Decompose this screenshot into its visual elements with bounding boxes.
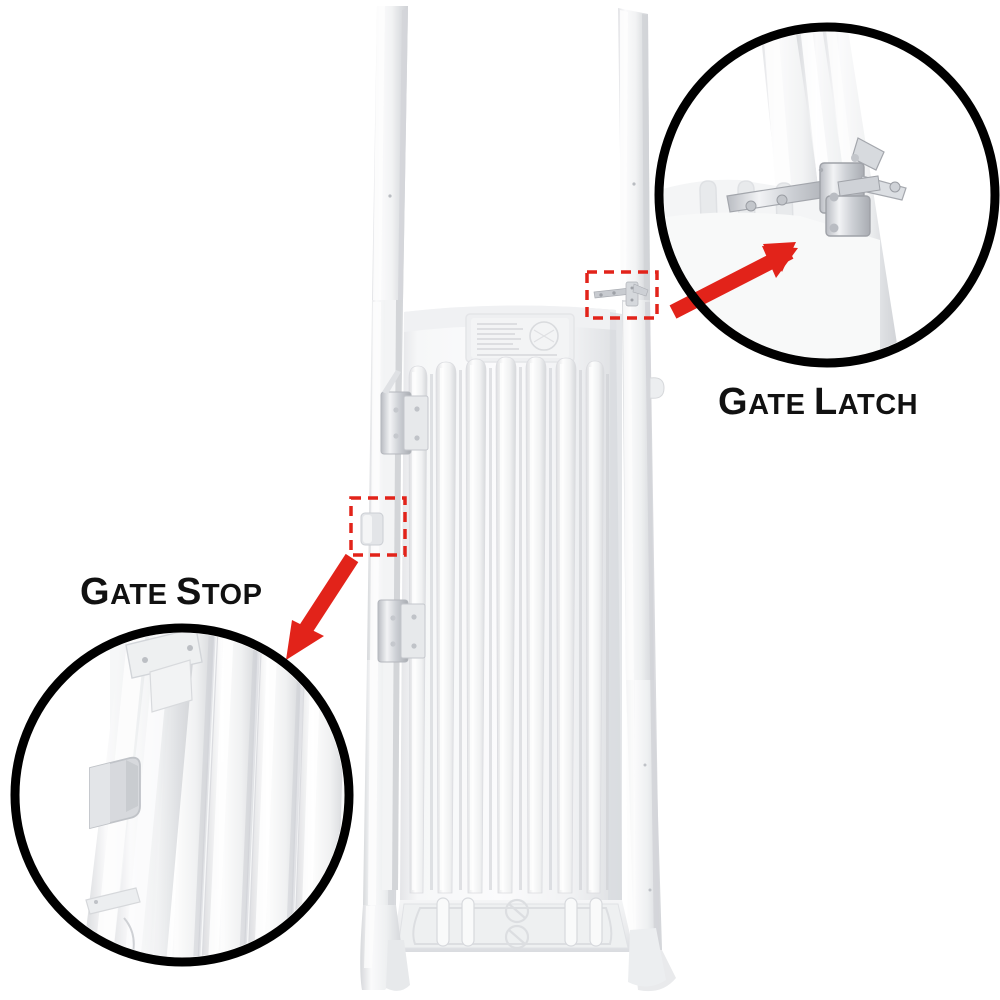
gate-latch-label-g: G	[718, 381, 749, 423]
bottom-step	[392, 897, 634, 952]
gate-latch-label-ate: ATE	[748, 389, 806, 421]
gate-latch-hardware	[593, 281, 649, 307]
gate-latch-dashed-box	[585, 270, 659, 320]
left-foot	[386, 940, 410, 991]
gate-latch-circle	[654, 22, 1000, 368]
main-product-group	[360, 6, 676, 992]
no-step-symbols	[504, 898, 530, 950]
gate-stop-label-g: G	[80, 571, 111, 613]
callout-gate-stop	[10, 496, 407, 967]
gate-panel-ribs	[408, 356, 609, 894]
gate-latch-label-l: L	[813, 381, 838, 423]
right-frame-rail	[622, 300, 662, 952]
gate-stop-circle	[10, 623, 354, 967]
callout-label-gate-latch: GATE LATCH	[718, 383, 918, 421]
gate-latch-label-atch: ATCH	[837, 389, 919, 421]
latch-striker-ear	[649, 377, 665, 399]
callout-label-gate-stop: GATE STOP	[80, 573, 262, 611]
gate-stop-dashed-box	[349, 496, 407, 557]
gate-latch-label-space	[805, 389, 814, 421]
gate-stop-label-ate: ATE	[110, 579, 168, 611]
gate-stop-label-s: S	[175, 571, 202, 613]
callout-gate-latch	[585, 22, 1000, 368]
right-handrail-post	[618, 8, 650, 300]
upper-hinge	[380, 370, 429, 455]
gate-panel	[400, 305, 622, 900]
gate-stop-block	[360, 512, 384, 546]
gate-stop-magnified-bracket	[125, 633, 203, 713]
warning-label	[465, 313, 575, 363]
gate-stop-arrow	[286, 553, 359, 660]
lower-hinge	[377, 599, 426, 663]
gate-stop-magnified-block	[89, 756, 141, 830]
right-foot	[628, 928, 666, 987]
gate-stop-label-space	[167, 579, 176, 611]
gate-stop-label-top: TOP	[201, 579, 263, 611]
left-handrail-post	[372, 6, 408, 300]
bottom-step-slots	[436, 897, 603, 947]
gate-latch-magnified-hardware	[726, 137, 907, 237]
